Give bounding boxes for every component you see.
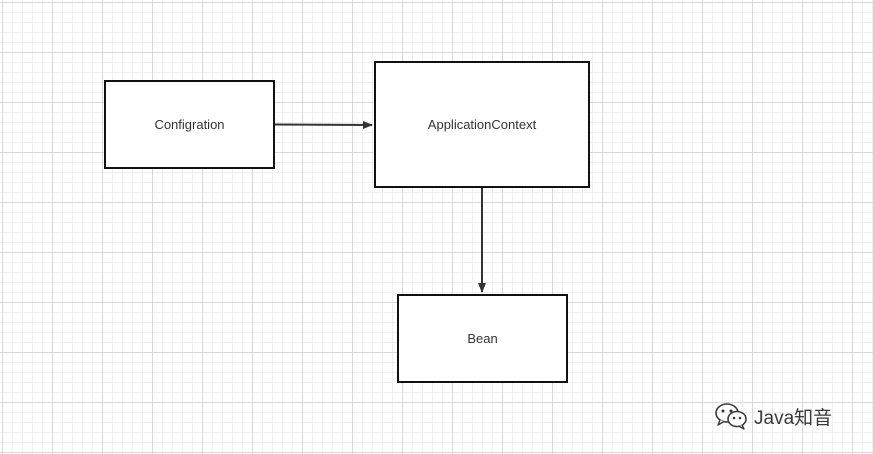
node-application-context-label: ApplicationContext [427,117,537,132]
watermark-text: Java知音 [754,407,833,429]
node-configration[interactable]: Configration [104,80,275,169]
watermark: Java知音 [714,400,832,432]
node-bean-label: Bean [467,331,498,346]
node-application-context[interactable]: ApplicationContext [374,61,590,188]
node-configration-label: Configration [154,117,225,132]
edge-config-to-context [274,120,373,129]
node-bean[interactable]: Bean [397,294,568,383]
wechat-icon [714,402,748,430]
